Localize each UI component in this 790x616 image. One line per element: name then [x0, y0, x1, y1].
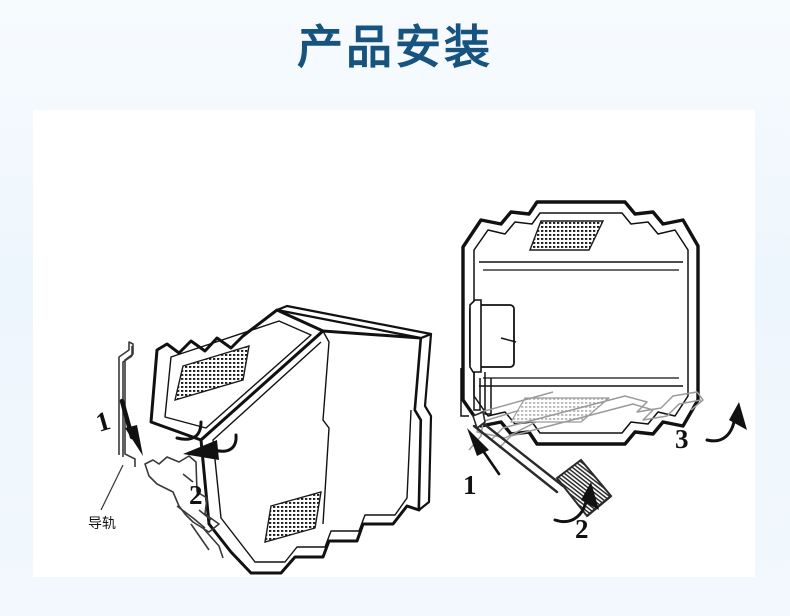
- installation-illustration: 1 2 导轨: [88, 200, 747, 575]
- left-step-2-label: 2: [189, 480, 203, 510]
- right-step-1-label: 1: [463, 470, 477, 500]
- screwdriver-icon: [472, 410, 613, 518]
- vent-grid-front-view: [528, 220, 605, 251]
- title-bar: 产品安装: [0, 22, 790, 73]
- arrow-snap-up: [175, 420, 238, 460]
- module-rail-clip: [144, 455, 224, 559]
- right-step-3-label: 3: [675, 424, 689, 454]
- din-rail-label: 导轨: [88, 516, 116, 532]
- arrow-pry-lever: [553, 482, 599, 523]
- vent-grid-front: [264, 491, 322, 543]
- illustration-card: 1 2 导轨: [33, 110, 755, 577]
- right-step-2-label: 2: [575, 514, 589, 544]
- left-step-1-label: 1: [92, 405, 113, 438]
- arrow-lift-module: [705, 402, 747, 443]
- module-top-face: [149, 308, 325, 442]
- module-latch-tab: [460, 299, 517, 417]
- arrow-press-down: [119, 398, 143, 456]
- page-title: 产品安装: [297, 20, 493, 74]
- module-front-face: [199, 329, 423, 575]
- din-rail-shape: [118, 341, 136, 467]
- arrow-insert-screwdriver: [467, 428, 501, 476]
- right-diagram: 1 2 3: [460, 200, 747, 544]
- left-diagram: 1 2 导轨: [88, 304, 433, 575]
- module-side-edge: [275, 304, 433, 512]
- din-rail-leader-line: [100, 464, 124, 511]
- vent-grid-top: [174, 344, 250, 402]
